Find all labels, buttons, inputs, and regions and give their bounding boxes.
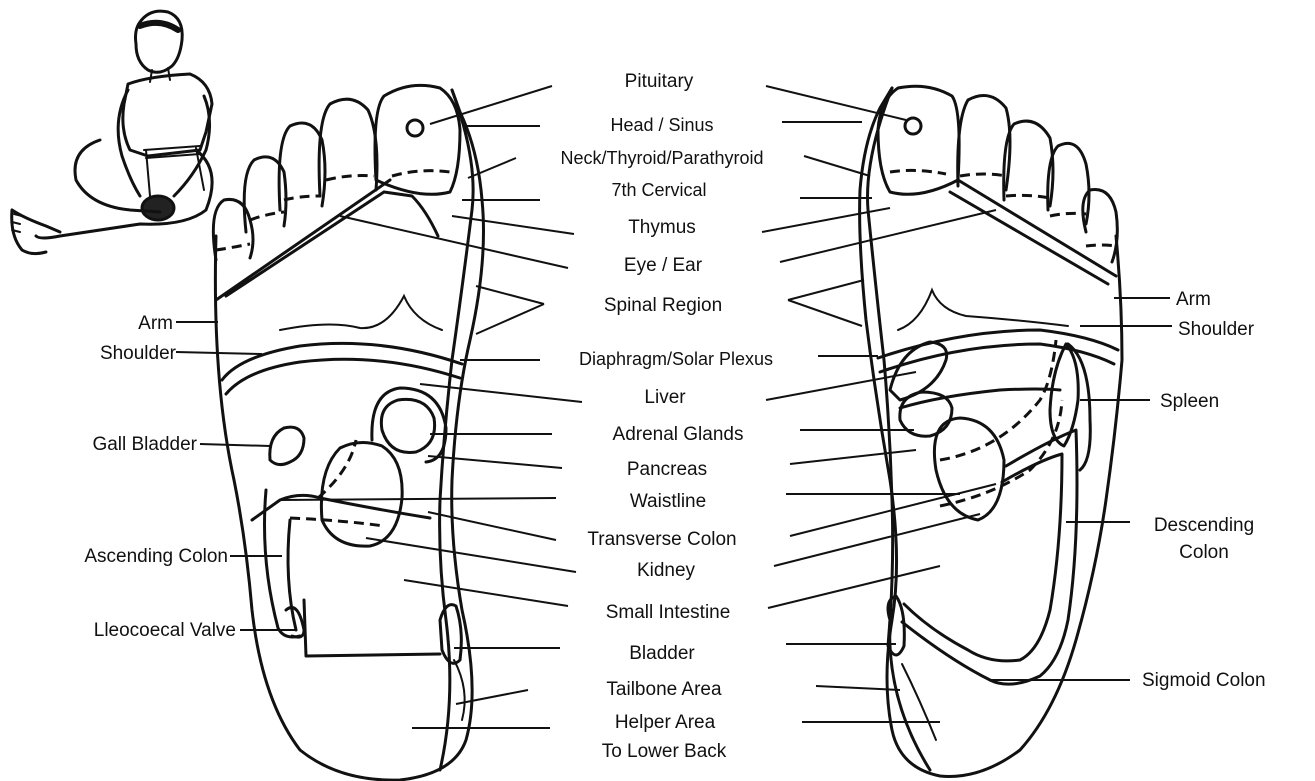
label-neck-thyroid-parathyroid: Neck/Thyroid/Parathyroid bbox=[560, 148, 763, 168]
label-descending: Descending bbox=[1154, 515, 1254, 536]
label-thymus: Thymus bbox=[628, 217, 696, 238]
label-bladder: Bladder bbox=[629, 643, 695, 664]
label-transverse-colon: Transverse Colon bbox=[587, 529, 736, 550]
label-liver: Liver bbox=[644, 387, 686, 408]
right-foot bbox=[860, 86, 1122, 776]
label-ascending-colon: Ascending Colon bbox=[84, 546, 228, 567]
label-helper-area: Helper Area bbox=[615, 712, 716, 733]
label-left-shoulder: Shoulder bbox=[100, 343, 177, 364]
label-head-sinus: Head / Sinus bbox=[610, 115, 713, 135]
label-diaphragm-solar-plexus: Diaphragm/Solar Plexus bbox=[579, 349, 773, 369]
label-gall-bladder: Gall Bladder bbox=[92, 434, 197, 455]
seated-person-illustration bbox=[12, 11, 212, 253]
label-ileocecal-valve: Lleocoecal Valve bbox=[94, 620, 236, 641]
label-eye-ear: Eye / Ear bbox=[624, 255, 703, 276]
label-pancreas: Pancreas bbox=[627, 459, 707, 480]
left-foot bbox=[213, 85, 483, 780]
label-pituitary: Pituitary bbox=[625, 71, 694, 92]
label-adrenal-glands: Adrenal Glands bbox=[613, 424, 744, 445]
label-small-intestine: Small Intestine bbox=[606, 602, 731, 623]
label-spinal-region: Spinal Region bbox=[604, 295, 722, 316]
label-7th-cervical: 7th Cervical bbox=[611, 180, 706, 200]
label-waistline: Waistline bbox=[630, 491, 706, 512]
label-tailbone-area: Tailbone Area bbox=[606, 679, 722, 700]
label-descending-colon: Colon bbox=[1179, 542, 1229, 563]
label-right-arm: Arm bbox=[1176, 289, 1211, 310]
label-to-lower-back: To Lower Back bbox=[602, 741, 727, 762]
label-sigmoid-colon: Sigmoid Colon bbox=[1142, 670, 1266, 691]
label-kidney: Kidney bbox=[637, 560, 696, 581]
center-labels: Pituitary Head / Sinus Neck/Thyroid/Para… bbox=[560, 71, 773, 762]
label-left-arm: Arm bbox=[138, 313, 173, 334]
label-spleen: Spleen bbox=[1160, 391, 1219, 412]
label-right-shoulder: Shoulder bbox=[1178, 319, 1255, 340]
right-labels: Arm Shoulder Spleen Descending Colon Sig… bbox=[1142, 289, 1266, 691]
left-labels: Arm Shoulder Gall Bladder Ascending Colo… bbox=[84, 313, 236, 641]
